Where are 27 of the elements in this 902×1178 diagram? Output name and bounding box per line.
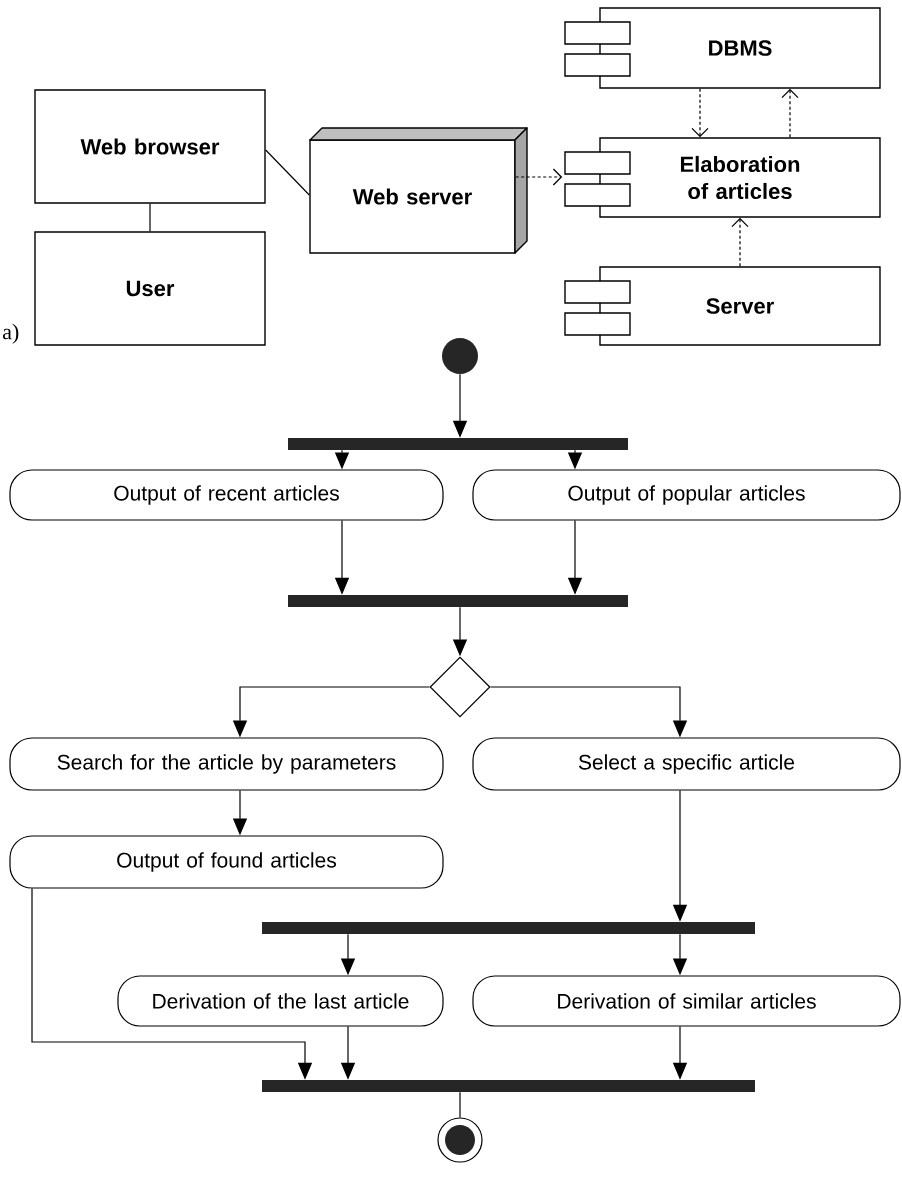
sync-bar — [262, 1080, 755, 1092]
connector-line — [149, 203, 151, 232]
activity-box: Derivation of the last article — [117, 975, 444, 1027]
start-circle — [442, 338, 478, 374]
activity-box: Output of popular articles — [472, 469, 901, 521]
deployment-box: User — [34, 231, 266, 346]
arrow — [781, 88, 799, 138]
server-node-box: Web server — [309, 127, 528, 254]
activity-box: Search for the article by parameters — [9, 737, 444, 791]
connector-line — [265, 149, 310, 196]
activity-box: Select a specific article — [472, 737, 901, 791]
activity-box: Derivation of similar articles — [472, 975, 901, 1027]
sync-bar — [288, 438, 628, 450]
connector-line — [459, 1091, 461, 1118]
activity-box: Output of found articles — [9, 835, 444, 889]
component-box: Server — [564, 266, 881, 346]
arrow — [731, 217, 749, 267]
decision-diamond — [429, 656, 491, 718]
end-circle — [437, 1117, 483, 1163]
arrow — [515, 168, 563, 186]
activity-box: Output of recent articles — [9, 469, 444, 521]
deployment-box: Web browser — [34, 89, 266, 204]
arrow — [691, 88, 709, 138]
component-box: Elaboration of articles — [564, 137, 881, 218]
component-box: DBMS — [564, 7, 881, 89]
sync-bar — [288, 595, 628, 607]
sync-bar — [262, 922, 755, 934]
